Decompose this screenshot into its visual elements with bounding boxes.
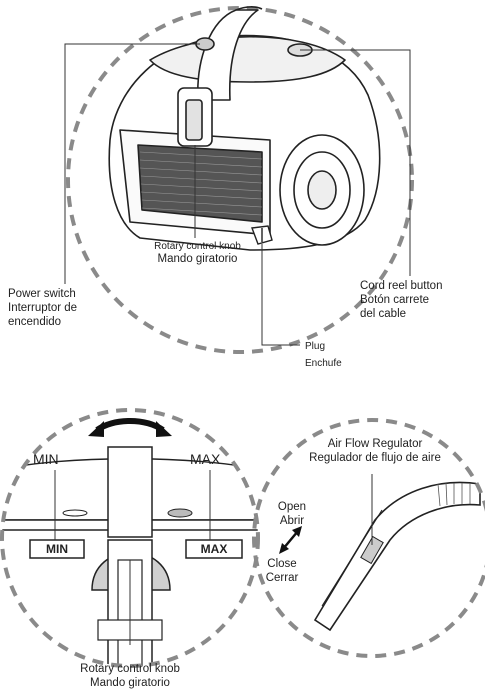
cord-reel-label-es-2: del cable [360, 308, 407, 320]
air-flow-regulator-label-es: Regulador de flujo de aire [309, 452, 441, 464]
rotary-knob-top-label: Rotary control knob Mando giratorio [130, 240, 265, 266]
rotary-knob-bottom-label-es: Mando giratorio [90, 677, 170, 689]
knob-leader-lines [54, 470, 211, 645]
plug-label-es: Enchufe [305, 358, 342, 369]
min-mark-label: MIN [46, 542, 68, 556]
vacuum-cleaner-illustration [108, 6, 381, 251]
plug-label-en: Plug [305, 341, 326, 352]
max-mark-label: MAX [200, 542, 228, 556]
rotary-knob-bottom-label-en: Rotary control knob [80, 663, 180, 675]
power-switch-label: Power switch Interruptor de encendido [8, 287, 77, 329]
rotary-knob-top-label-en: Rotary control knob [154, 241, 241, 252]
leader-lines [64, 43, 411, 346]
open-label: Open Abrir [272, 500, 312, 528]
open-label-en: Open [277, 501, 307, 513]
cord-reel-label-es-1: Botón carrete [360, 294, 430, 306]
min-callout-label: MIN [33, 451, 59, 467]
plug-illustration [251, 225, 273, 245]
power-switch-label-en: Power switch [8, 288, 76, 300]
filter-grille-pattern [139, 151, 263, 216]
cord-reel-label: Cord reel button Botón carrete del cable [360, 279, 442, 321]
max-callout-label: MAX [190, 451, 221, 467]
knob-detail-circle [0, 408, 260, 668]
cord-reel-label-en: Cord reel button [360, 280, 443, 292]
open-close-arrow-icon [279, 526, 302, 554]
air-flow-regulator-label-en: Air Flow Regulator [327, 438, 423, 450]
close-label: Close Cerrar [262, 557, 302, 585]
rotary-knob-top-label-es: Mando giratorio [157, 253, 238, 265]
rotary-knob-bottom-label: Rotary control knob Mando giratorio [65, 662, 195, 690]
rotation-arrow-icon [88, 418, 172, 437]
hose-detail-circle [252, 418, 485, 658]
top-detail-circle [66, 6, 414, 354]
hose-illustration [313, 481, 481, 632]
power-switch-label-es-1: Interruptor de [8, 302, 78, 314]
open-label-es: Abrir [279, 515, 305, 527]
power-switch-label-es-2: encendido [8, 316, 62, 328]
close-label-en: Close [267, 558, 297, 570]
close-label-es: Cerrar [265, 572, 299, 584]
plug-label: Plug Enchufe [305, 340, 342, 370]
air-flow-regulator-label: Air Flow Regulator Regulador de flujo de… [300, 437, 450, 465]
